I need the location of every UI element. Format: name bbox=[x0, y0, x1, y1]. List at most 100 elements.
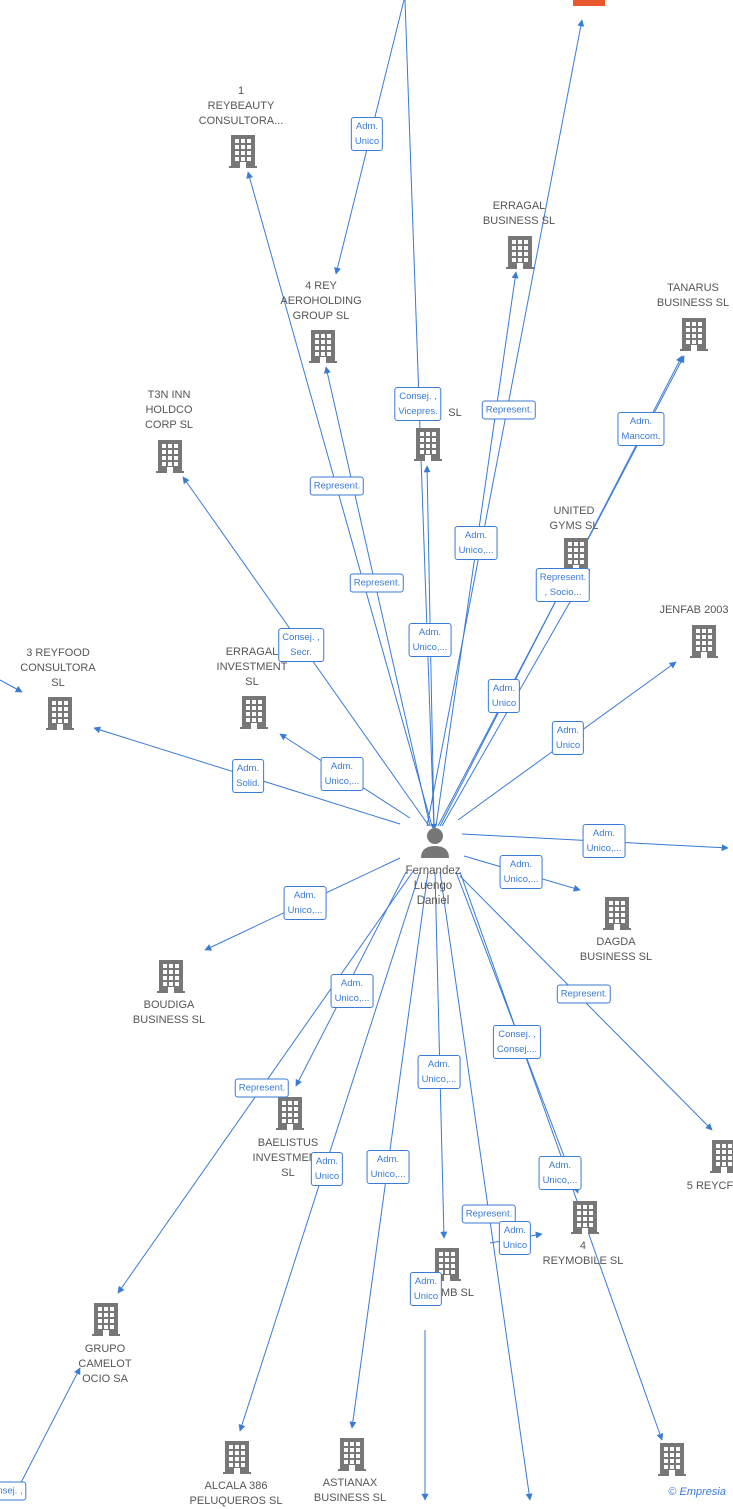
edge-label-l15[interactable]: Adm.Unico,... bbox=[582, 824, 626, 858]
edge-label-l20[interactable]: Consej. ,Consej.... bbox=[492, 1025, 542, 1059]
edge-label-l26[interactable]: Represent. bbox=[461, 1204, 517, 1224]
edge-label-l13[interactable]: Adm.Solid. bbox=[232, 759, 264, 793]
building-icon-n_camelot[interactable] bbox=[92, 1303, 120, 1336]
copyright-symbol: © bbox=[668, 1486, 677, 1498]
node-label-line: GROUP SL bbox=[292, 310, 350, 322]
edge-label-l3[interactable]: Represent. bbox=[481, 400, 537, 420]
edge-label-l2[interactable]: Consej. ,Vicepres. bbox=[394, 387, 442, 421]
edge-line-24 bbox=[455, 871, 580, 1194]
edge-label-line: Consej. , bbox=[399, 391, 437, 402]
building-icon-n_4reymobile[interactable] bbox=[571, 1201, 599, 1234]
edge-label-line: Adm. bbox=[629, 416, 653, 427]
building-icon-n_t3n[interactable] bbox=[156, 440, 184, 473]
edge-line-18 bbox=[459, 875, 713, 1131]
node-label-line: CONSULTORA bbox=[20, 662, 96, 674]
edge-label-l29[interactable]: nsej. , bbox=[0, 1481, 27, 1501]
edge-label-l18[interactable]: Adm.Unico,... bbox=[330, 974, 374, 1008]
building-icon-n_dagda[interactable] bbox=[603, 897, 631, 930]
node-label-n_mid_sl[interactable]: SL bbox=[448, 406, 461, 421]
edge-line-12 bbox=[457, 661, 677, 821]
building-icon-n_erragal_inv[interactable] bbox=[240, 696, 268, 729]
building-icon-n_mid_sl[interactable] bbox=[414, 428, 442, 461]
node-label-line: BUSINESS SL bbox=[482, 215, 556, 227]
edge-label-l6[interactable]: Adm.Unico,... bbox=[454, 526, 498, 560]
edge-label-line: Solid. bbox=[236, 778, 260, 789]
edge-label-l25[interactable]: Adm.Unico,... bbox=[538, 1156, 582, 1190]
node-label-line: REYMOBILE SL bbox=[542, 1255, 624, 1267]
building-icon-n_tanarus[interactable] bbox=[680, 318, 708, 351]
building-icon-n_5rey[interactable] bbox=[710, 1140, 733, 1173]
edge-label-l11[interactable]: Adm.Unico bbox=[487, 679, 521, 713]
node-label-line: BUSINESS SL bbox=[656, 297, 730, 309]
building-icon-n_jenfab[interactable] bbox=[690, 625, 718, 658]
edge-label-line: Unico,... bbox=[370, 1169, 406, 1180]
edge-label-l24[interactable]: Adm. Unico,... bbox=[366, 1150, 410, 1184]
edge-label-l27[interactable]: Adm.Unico bbox=[498, 1221, 532, 1255]
node-label-n_jenfab[interactable]: JENFAB 2003 bbox=[659, 603, 728, 618]
edge-label-l7[interactable]: Represent. bbox=[349, 573, 405, 593]
building-icon-n_bottom_right[interactable] bbox=[658, 1443, 686, 1476]
building-icon-n_4rey_aero[interactable] bbox=[309, 330, 337, 363]
node-label-line: BUSINESS SL bbox=[579, 951, 653, 963]
edge-label-line: Adm. bbox=[492, 683, 516, 694]
node-label-n_5rey[interactable]: 5 REYCF bbox=[687, 1179, 733, 1194]
edge-label-l10[interactable]: Adm.Unico,... bbox=[408, 623, 452, 657]
building-icon-n_astianax[interactable] bbox=[338, 1438, 366, 1471]
edge-label-line: Represent. bbox=[238, 1082, 286, 1094]
edge-label-line: Represent. bbox=[353, 577, 401, 589]
edge-label-line: Unico bbox=[354, 136, 380, 147]
node-label-line: SL bbox=[51, 677, 65, 689]
building-icon-n_united[interactable] bbox=[562, 538, 590, 571]
edge-label-l1[interactable]: Adm.Unico bbox=[350, 117, 384, 151]
edge-label-line: Adm. bbox=[293, 890, 317, 901]
building-icon-n_top_red[interactable] bbox=[573, 0, 605, 6]
edge-label-l5[interactable]: Represent. bbox=[309, 476, 365, 496]
building-icon-n_reybeauty[interactable] bbox=[229, 135, 257, 168]
edge-line-22 bbox=[349, 871, 429, 1429]
edge-label-l14[interactable]: Adm.Unico,... bbox=[320, 757, 364, 791]
edge-label-l16[interactable]: Adm.Unico,... bbox=[499, 855, 543, 889]
edge-label-line: Unico,... bbox=[334, 993, 370, 1004]
node-label-line: ASTIANAX bbox=[322, 1477, 378, 1489]
edge-label-line: Adm. bbox=[418, 627, 442, 638]
node-label-line: 4 bbox=[579, 1240, 587, 1252]
footer-brand[interactable]: © Empresia bbox=[668, 1486, 726, 1498]
person-name-line: Luengo bbox=[413, 880, 453, 892]
edge-line-26 bbox=[439, 871, 533, 1501]
edge-label-l28[interactable]: Adm.Unico bbox=[409, 1272, 443, 1306]
building-icon-n_alcala[interactable] bbox=[223, 1441, 251, 1474]
edge-label-l4[interactable]: Adm.Mancom. bbox=[617, 412, 665, 446]
edge-label-l23[interactable]: Adm.Unico bbox=[310, 1152, 344, 1186]
building-icon-n_baelistus[interactable] bbox=[276, 1097, 304, 1130]
edge-label-l17[interactable]: Adm.Unico,... bbox=[283, 886, 327, 920]
edge-label-l19[interactable]: Represent. bbox=[556, 984, 612, 1004]
edge-label-l9[interactable]: Consej. ,Secr. bbox=[278, 628, 324, 662]
building-icon-n_erragal_bus[interactable] bbox=[506, 236, 534, 269]
building-icon-n_boudiga[interactable] bbox=[157, 960, 185, 993]
edge-line-9 bbox=[182, 476, 430, 827]
edge-label-line: Adm. bbox=[376, 1154, 400, 1165]
building-icon-n_3reyfood[interactable] bbox=[46, 697, 74, 730]
person-icon[interactable] bbox=[421, 828, 449, 858]
edge-label-l21[interactable]: Represent. bbox=[234, 1078, 290, 1098]
edge-label-l12[interactable]: Adm.Unico bbox=[551, 721, 585, 755]
edge-label-l8[interactable]: Represent., Socio... bbox=[535, 568, 591, 602]
edge-label-line: Unico bbox=[413, 1291, 439, 1302]
edge-label-l22[interactable]: Adm.Unico,... bbox=[417, 1055, 461, 1089]
